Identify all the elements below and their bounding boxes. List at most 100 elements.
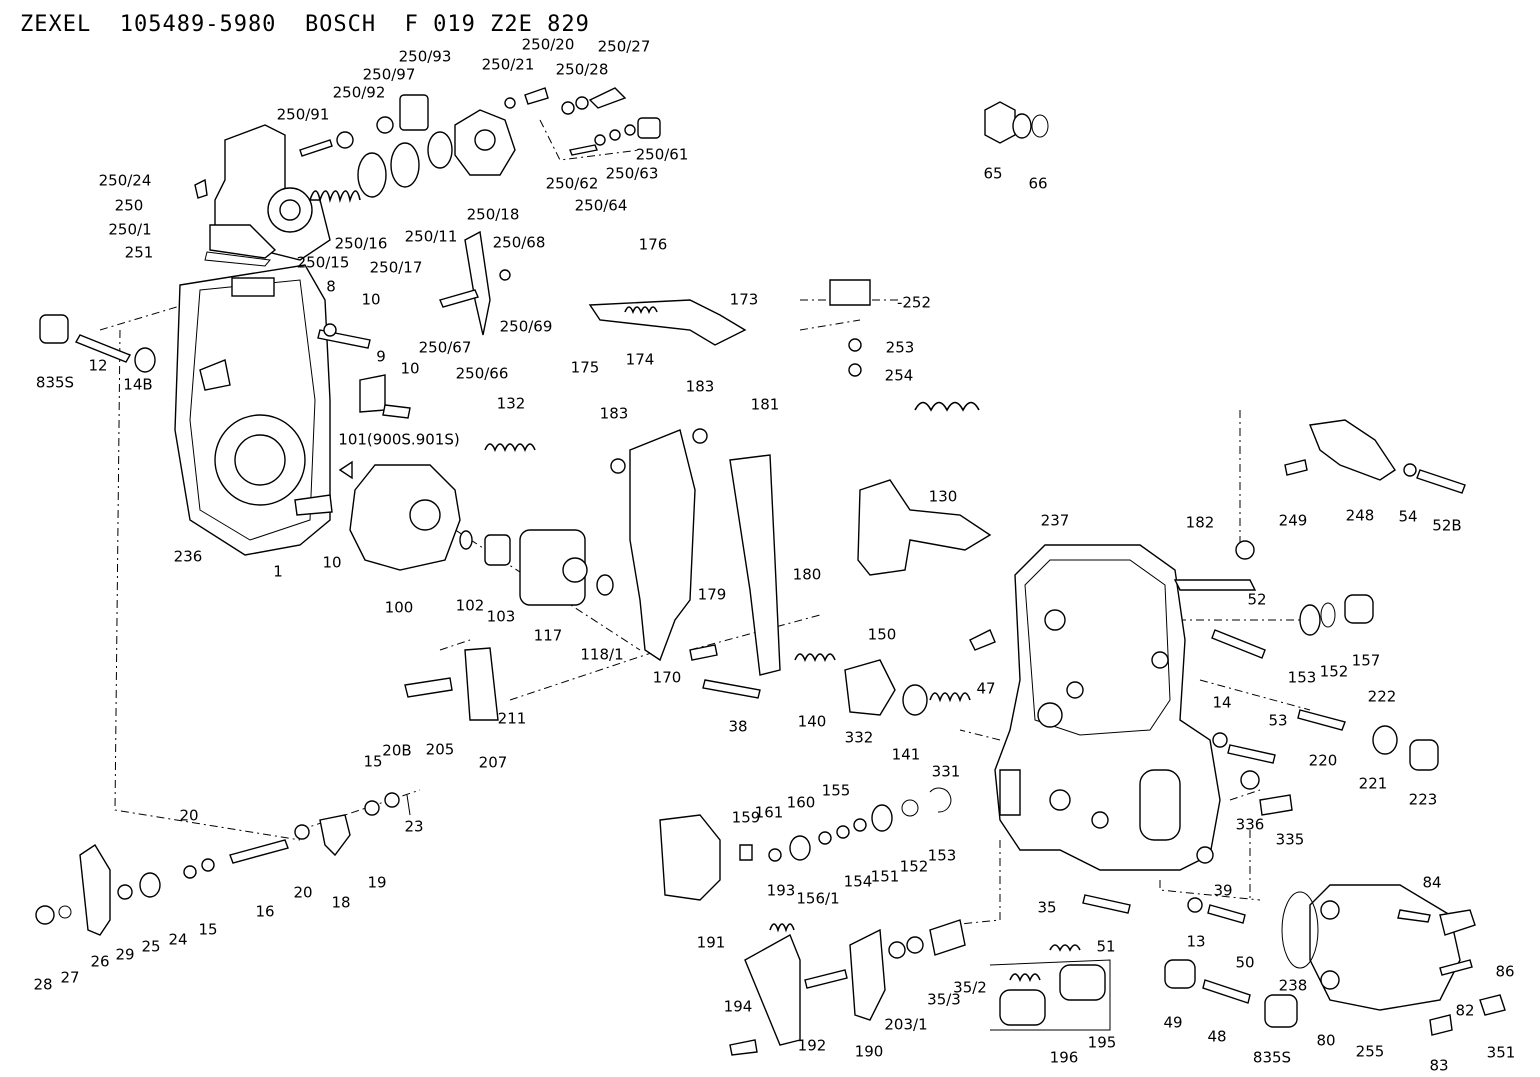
part-callout-label: 50 (1235, 953, 1255, 972)
part-callout-label: 8 (326, 277, 336, 296)
part-callout-label: 250/93 (398, 47, 452, 66)
part-callout-label: 253 (885, 338, 915, 357)
diagram-header: ZEXEL 105489-5980 BOSCH F 019 Z2E 829 (20, 12, 590, 37)
part-callout-label: 192 (797, 1036, 827, 1055)
part-callout-label: 205 (425, 740, 455, 759)
part-callout-label: 35 (1037, 898, 1057, 917)
part-callout-label: 86 (1495, 962, 1515, 981)
part-callout-label: 250/28 (555, 60, 609, 79)
part-callout-label: 250/68 (492, 233, 546, 252)
part-callout-label: 161 (754, 803, 784, 822)
part-callout-label: 207 (478, 753, 508, 772)
part-callout-label: -252 (896, 293, 932, 312)
part-callout-label: 157 (1351, 651, 1381, 670)
part-callout-label: 1 (273, 562, 283, 581)
part-callout-label: 15 (198, 920, 218, 939)
part-callout-label: 80 (1316, 1031, 1336, 1050)
part-callout-label: 10 (322, 553, 342, 572)
governor-cover-assembly (194, 87, 661, 336)
part-callout-label: 66 (1028, 174, 1048, 193)
part-callout-label: 250/63 (605, 164, 659, 183)
part-callout-label: 250/24 (98, 171, 152, 190)
bosch-part-number: F 019 Z2E 829 (404, 12, 590, 37)
part-callout-label: 10 (361, 290, 381, 309)
part-callout-label: 250/61 (635, 145, 689, 164)
part-callout-label: 118/1 (580, 645, 624, 664)
part-callout-label: 250/69 (499, 317, 553, 336)
part-callout-label: 82 (1455, 1001, 1475, 1020)
part-callout-label: 835S (35, 373, 75, 392)
part-callout-label: 190 (854, 1042, 884, 1061)
part-callout-label: 101(900S.901S) (338, 430, 460, 449)
part-callout-label: 196 (1049, 1048, 1079, 1067)
part-callout-label: 250/62 (545, 174, 599, 193)
part-callout-label: 26 (90, 952, 110, 971)
part-callout-label: 176 (638, 235, 668, 254)
part-callout-label: 151 (870, 867, 900, 886)
part-callout-label: 9 (376, 347, 386, 366)
part-callout-label: 52 (1247, 590, 1267, 609)
part-callout-label: 336 (1235, 815, 1265, 834)
part-callout-label: 20B (382, 741, 412, 760)
part-callout-label: 250/91 (276, 105, 330, 124)
part-callout-label: 13 (1186, 932, 1206, 951)
part-callout-label: 102 (455, 596, 485, 615)
lever-assembly (404, 279, 992, 721)
part-callout-label: 153 (1287, 668, 1317, 687)
part-callout-label: 335 (1275, 830, 1305, 849)
part-callout-label: 160 (786, 793, 816, 812)
part-callout-label: 20 (179, 806, 199, 825)
part-callout-label: 16 (255, 902, 275, 921)
part-callout-label: 236 (173, 547, 203, 566)
part-callout-label: 203/1 (884, 1015, 928, 1034)
part-callout-label: 250/17 (369, 258, 423, 277)
part-callout-label: 250/92 (332, 83, 386, 102)
flyweight-assembly (338, 443, 614, 606)
part-callout-label: 25 (141, 937, 161, 956)
part-callout-label: 49 (1163, 1013, 1183, 1032)
part-callout-label: 24 (168, 930, 188, 949)
part-callout-label: 159 (731, 808, 761, 827)
part-callout-label: 238 (1278, 976, 1308, 995)
part-callout-label: 331 (931, 762, 961, 781)
part-callout-label: 255 (1355, 1042, 1385, 1061)
part-callout-label: 130 (928, 487, 958, 506)
part-callout-label: 332 (844, 728, 874, 747)
part-callout-label: 181 (750, 395, 780, 414)
zexel-part-number: 105489-5980 (119, 12, 277, 37)
part-callout-label: 250/16 (334, 234, 388, 253)
part-callout-label: 27 (60, 968, 80, 987)
part-callout-label: 250/15 (296, 253, 350, 272)
bracket-248 (1284, 419, 1466, 494)
part-callout-label: 194 (723, 997, 753, 1016)
part-callout-label: 220 (1308, 751, 1338, 770)
part-callout-label: 250/97 (362, 65, 416, 84)
part-callout-label: 12 (88, 356, 108, 375)
part-callout-label: 103 (486, 607, 516, 626)
part-callout-label: 180 (792, 565, 822, 584)
part-callout-label: 251 (124, 243, 154, 262)
part-callout-label: 150 (867, 625, 897, 644)
part-callout-label: 193 (766, 881, 796, 900)
part-callout-label: 35/3 (927, 990, 961, 1009)
part-callout-label: 223 (1408, 790, 1438, 809)
part-callout-label: 351 (1486, 1043, 1516, 1062)
part-callout-label: 250/1 (108, 220, 152, 239)
part-callout-label: 132 (496, 394, 526, 413)
part-callout-label: 14 (1212, 693, 1232, 712)
part-callout-label: 156/1 (796, 889, 840, 908)
part-callout-label: 19 (367, 873, 387, 892)
part-callout-label: 221 (1358, 774, 1388, 793)
part-callout-label: 175 (570, 358, 600, 377)
part-callout-label: 183 (599, 404, 629, 423)
part-callout-label: 65 (983, 164, 1003, 183)
part-callout-label: 140 (797, 712, 827, 731)
brand-bosch: BOSCH (304, 12, 377, 37)
part-callout-label: 195 (1087, 1033, 1117, 1052)
part-callout-label: 835S (1252, 1048, 1292, 1067)
part-callout-label: 250/27 (597, 37, 651, 56)
part-callout-label: 38 (728, 717, 748, 736)
part-callout-label: 250/18 (466, 205, 520, 224)
part-callout-label: 35/2 (953, 978, 987, 997)
part-callout-label: 250/66 (455, 364, 509, 383)
